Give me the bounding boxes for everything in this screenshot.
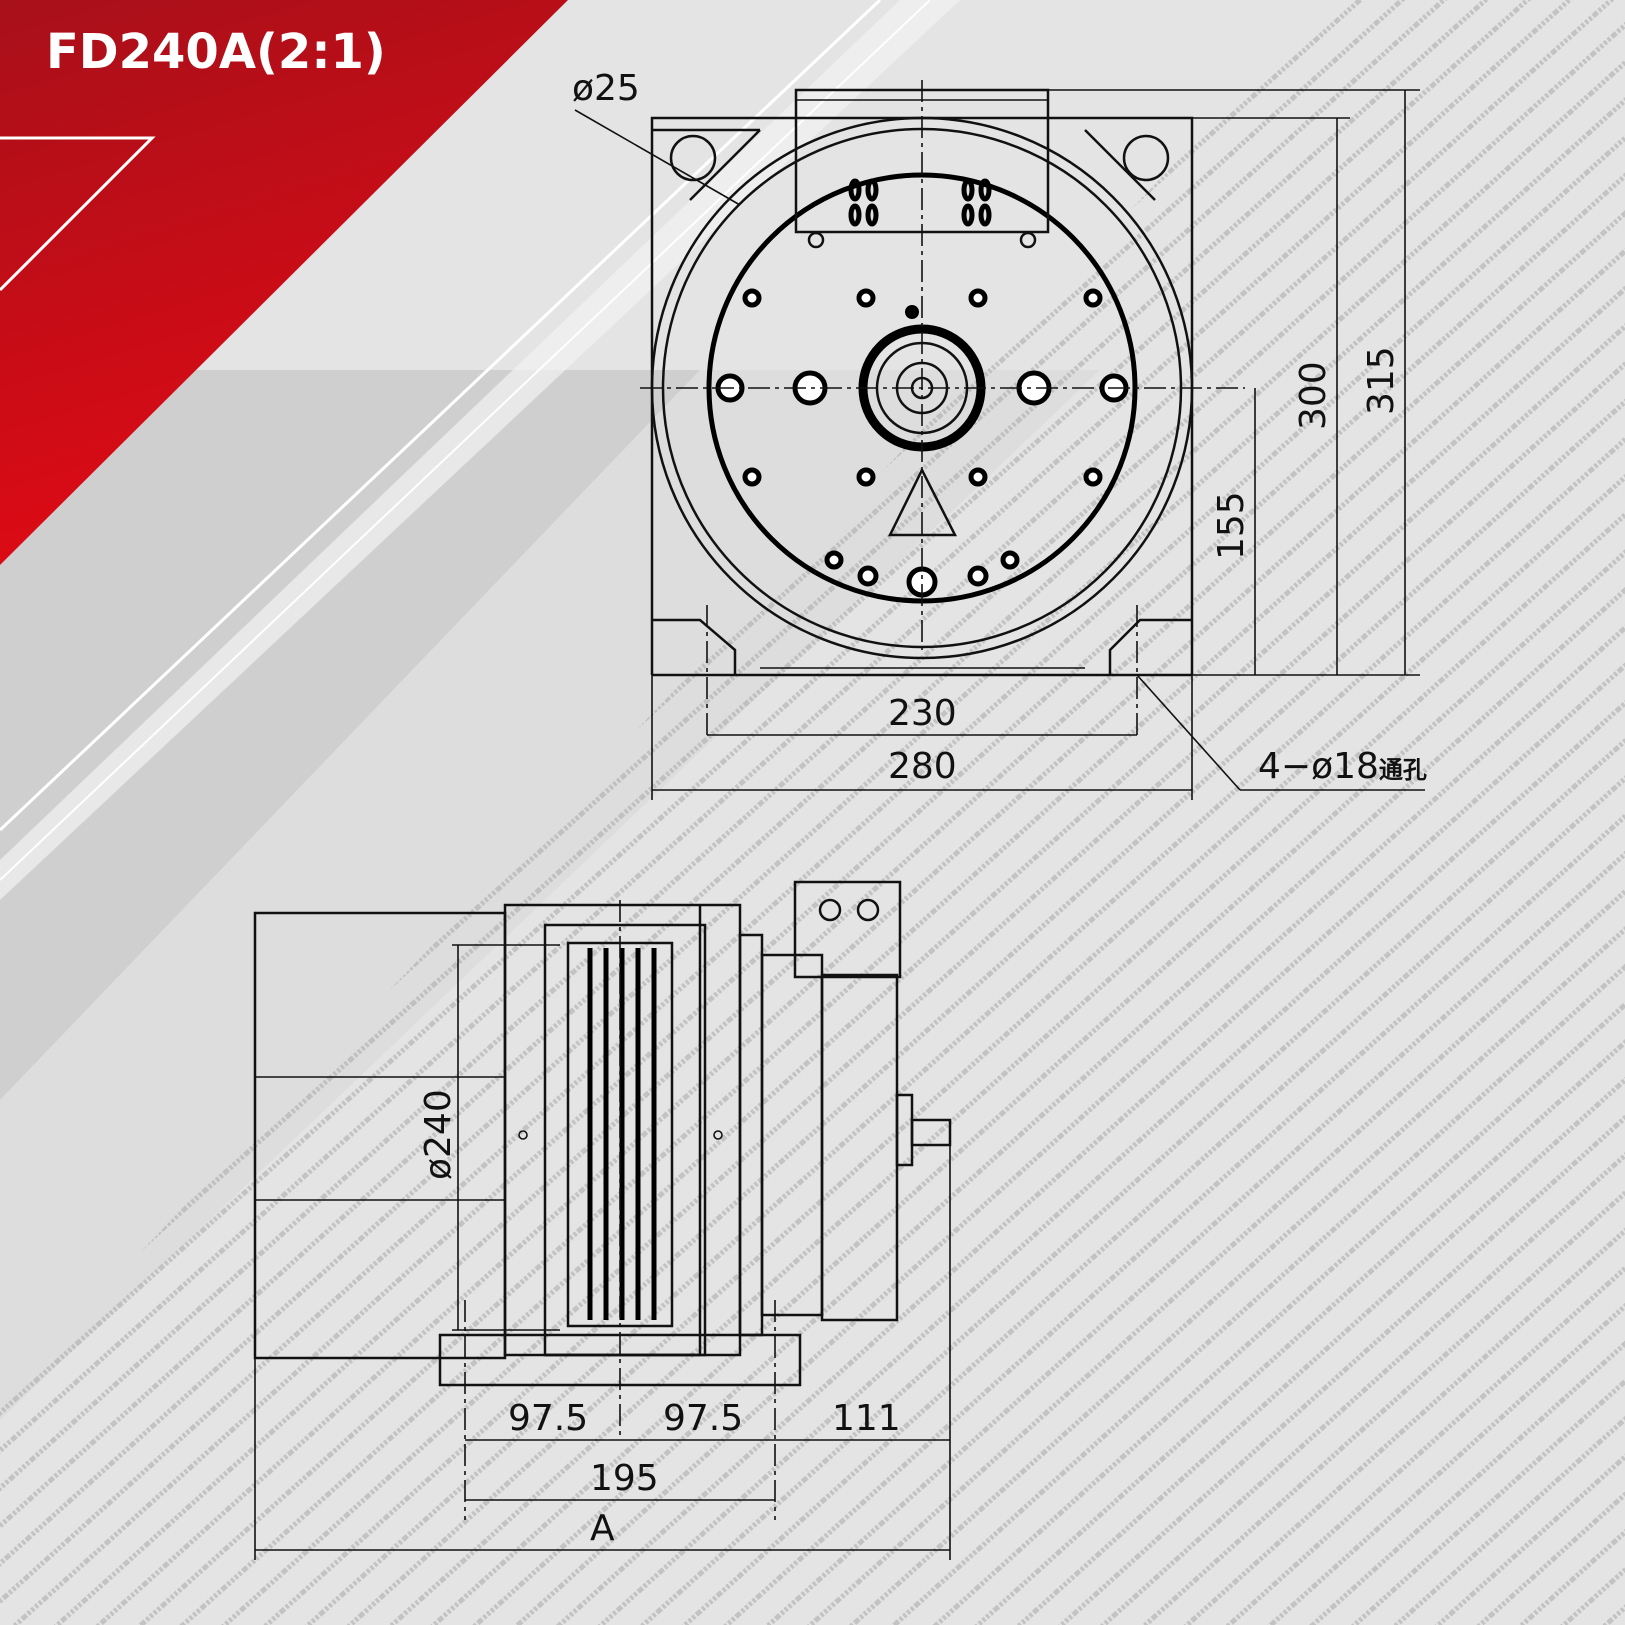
side-view: ø240 97.5 97.5 111 195 A (253, 880, 952, 1560)
hole-diameter-label: ø25 (572, 68, 640, 109)
dim-left-label: 97.5 (508, 1398, 588, 1439)
mount-holes-label: 4−ø18通孔 (1258, 746, 1427, 787)
red-banner (0, 0, 568, 565)
dim-base-label: 195 (590, 1458, 659, 1499)
width-280-label: 280 (888, 746, 957, 787)
width-230-label: 230 (888, 693, 957, 734)
dim-overall-label: A (590, 1508, 615, 1549)
height-155-label: 155 (1211, 491, 1252, 560)
sheave-diameter-label: ø240 (418, 1089, 459, 1180)
dim-right-label: 97.5 (663, 1398, 743, 1439)
height-300-label: 300 (1293, 361, 1334, 430)
front-view: ø25 230 280 155 300 315 4−ø18通孔 (572, 68, 1427, 800)
page-title: FD240A(2:1) (46, 24, 386, 80)
dim-brake-label: 111 (832, 1398, 901, 1439)
height-315-label: 315 (1361, 346, 1402, 415)
